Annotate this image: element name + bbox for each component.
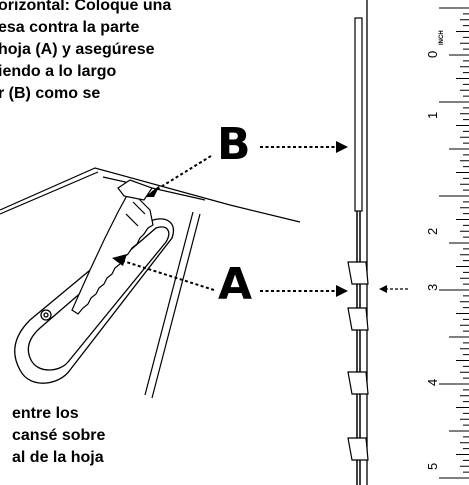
instruction-text-bottom: entre los cansé sobre al de la hoja	[12, 403, 105, 469]
instruction-line: al de la hoja	[12, 449, 104, 466]
arrow-a-to-blade	[119, 259, 215, 291]
arrow-head	[336, 141, 348, 153]
ruler-number: 2	[425, 228, 440, 235]
arrow-head	[336, 285, 348, 297]
callout-arrows	[119, 146, 408, 292]
instruction-line: orizontal: Coloque una	[0, 0, 171, 17]
arrow-head	[379, 285, 387, 293]
blade-tooth	[347, 437, 369, 461]
instruction-bold-prefix: orizontal:	[0, 0, 70, 14]
blade-tooth	[347, 371, 369, 395]
ruler-number: 1	[425, 112, 440, 119]
riving-knife	[117, 179, 153, 201]
arrow-head	[112, 254, 127, 266]
instruction-line: iendo a lo largo	[0, 63, 117, 80]
blade-tooth	[347, 261, 369, 285]
saw-table-outline	[0, 167, 301, 399]
instruction-line: esa contra la parte	[0, 19, 140, 36]
ruler: INCH 0 1 2 3 4 5	[366, 0, 469, 485]
instruction-text-top: orizontal: Coloque una esa contra la par…	[0, 0, 171, 105]
arrow-b-to-blade	[150, 155, 212, 194]
instruction-line: cansé sobre	[12, 427, 106, 444]
saw-blade	[71, 189, 154, 315]
instruction-line-rest: Coloque una	[70, 0, 172, 14]
throat-plate	[14, 218, 175, 384]
ruler-number: 5	[425, 463, 440, 470]
callout-label-b: B	[217, 119, 251, 170]
riving-knife-profile	[354, 17, 363, 212]
instruction-line: entre los	[12, 405, 79, 422]
ruler-number: 3	[425, 284, 440, 291]
ruler-number: 4	[425, 379, 440, 386]
ruler-ticks	[439, 7, 469, 479]
instruction-line: hoja (A) y asegúrese	[0, 41, 155, 58]
arrow-head	[145, 185, 160, 197]
blade-tooth	[347, 307, 369, 331]
blade-profile	[347, 17, 369, 485]
instruction-line: r (B) como se	[0, 85, 101, 102]
ruler-number: 0	[425, 51, 440, 58]
ruler-unit-label: INCH	[439, 30, 445, 45]
callout-label-a: A	[218, 259, 253, 310]
arrow-heads	[112, 141, 387, 297]
